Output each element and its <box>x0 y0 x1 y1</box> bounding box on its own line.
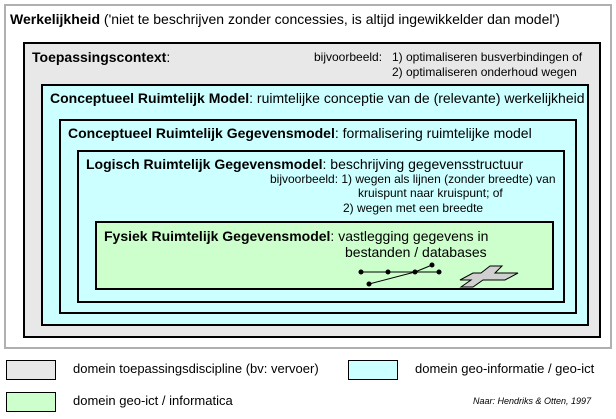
reality-desc: ('niet te beschrijven zonder concessies,… <box>100 11 560 27</box>
context-colon: : <box>166 49 171 65</box>
logical-model-desc: : beschrijving gegevensstructuur <box>322 156 524 172</box>
legend-label-geo-ict: domein geo-ict / informatica <box>73 393 233 408</box>
conceptual-data-model-desc: : formalisering ruimtelijke model <box>334 125 532 141</box>
reality-heading: Werkelijkheid ('niet te beschrijven zond… <box>10 12 560 27</box>
conceptual-model-heading: Conceptueel Ruimtelijk Model: ruimtelijk… <box>50 91 585 106</box>
legend-swatch-geo-ict <box>6 392 56 412</box>
legend-label-application: domein toepassingsdiscipline (bv: vervoe… <box>73 361 319 376</box>
physical-model-title: Fysiek Ruimtelijk Gegevensmodel <box>104 228 331 244</box>
physical-model-desc-1: : vastlegging gegevens in <box>330 228 489 244</box>
road-polygon-icon <box>459 265 519 288</box>
conceptual-data-model-title: Conceptueel Ruimtelijk Gegevensmodel <box>68 125 335 141</box>
context-heading: Toepassingscontext: <box>32 50 170 65</box>
logical-model-heading: Logisch Ruimtelijk Gegevensmodel: beschr… <box>86 157 523 172</box>
conceptual-model-desc: : ruimtelijke conceptie van de (relevant… <box>249 90 585 106</box>
logical-example-2: kruispunt naar kruispunt; of <box>358 186 503 200</box>
context-example-label: bijvoorbeeld: <box>314 50 383 64</box>
source-year: , 1997 <box>566 396 592 406</box>
reality-title: Werkelijkheid <box>10 11 101 27</box>
logical-example-1: bijvoorbeeld: 1) wegen als lijnen (zonde… <box>270 172 556 186</box>
legend-label-geo-information: domein geo-informatie / geo-ict <box>415 361 595 376</box>
conceptual-data-model-heading: Conceptueel Ruimtelijk Gegevensmodel: fo… <box>68 126 532 141</box>
source-authors: Hendriks & Otten <box>497 396 567 406</box>
vector-network-icon <box>358 262 519 288</box>
conceptual-model-title: Conceptueel Ruimtelijk Model <box>50 90 250 106</box>
context-example-2: 2) optimaliseren onderhoud wegen <box>392 65 577 79</box>
physical-model-desc-2: bestanden / databases <box>345 244 487 260</box>
legend-swatch-geo-information <box>348 360 398 380</box>
context-example-1: 1) optimaliseren busverbindingen of <box>392 50 583 64</box>
logical-example-3: 2) wegen met een breedte <box>343 201 484 215</box>
source-credit: Naar: Hendriks & Otten, 1997 <box>473 396 591 406</box>
context-title: Toepassingscontext <box>32 49 167 65</box>
legend-swatch-application <box>6 360 56 380</box>
source-prefix: Naar: <box>473 396 498 406</box>
physical-model-heading: Fysiek Ruimtelijk Gegevensmodel: vastleg… <box>104 229 488 244</box>
logical-model-title: Logisch Ruimtelijk Gegevensmodel <box>86 156 323 172</box>
